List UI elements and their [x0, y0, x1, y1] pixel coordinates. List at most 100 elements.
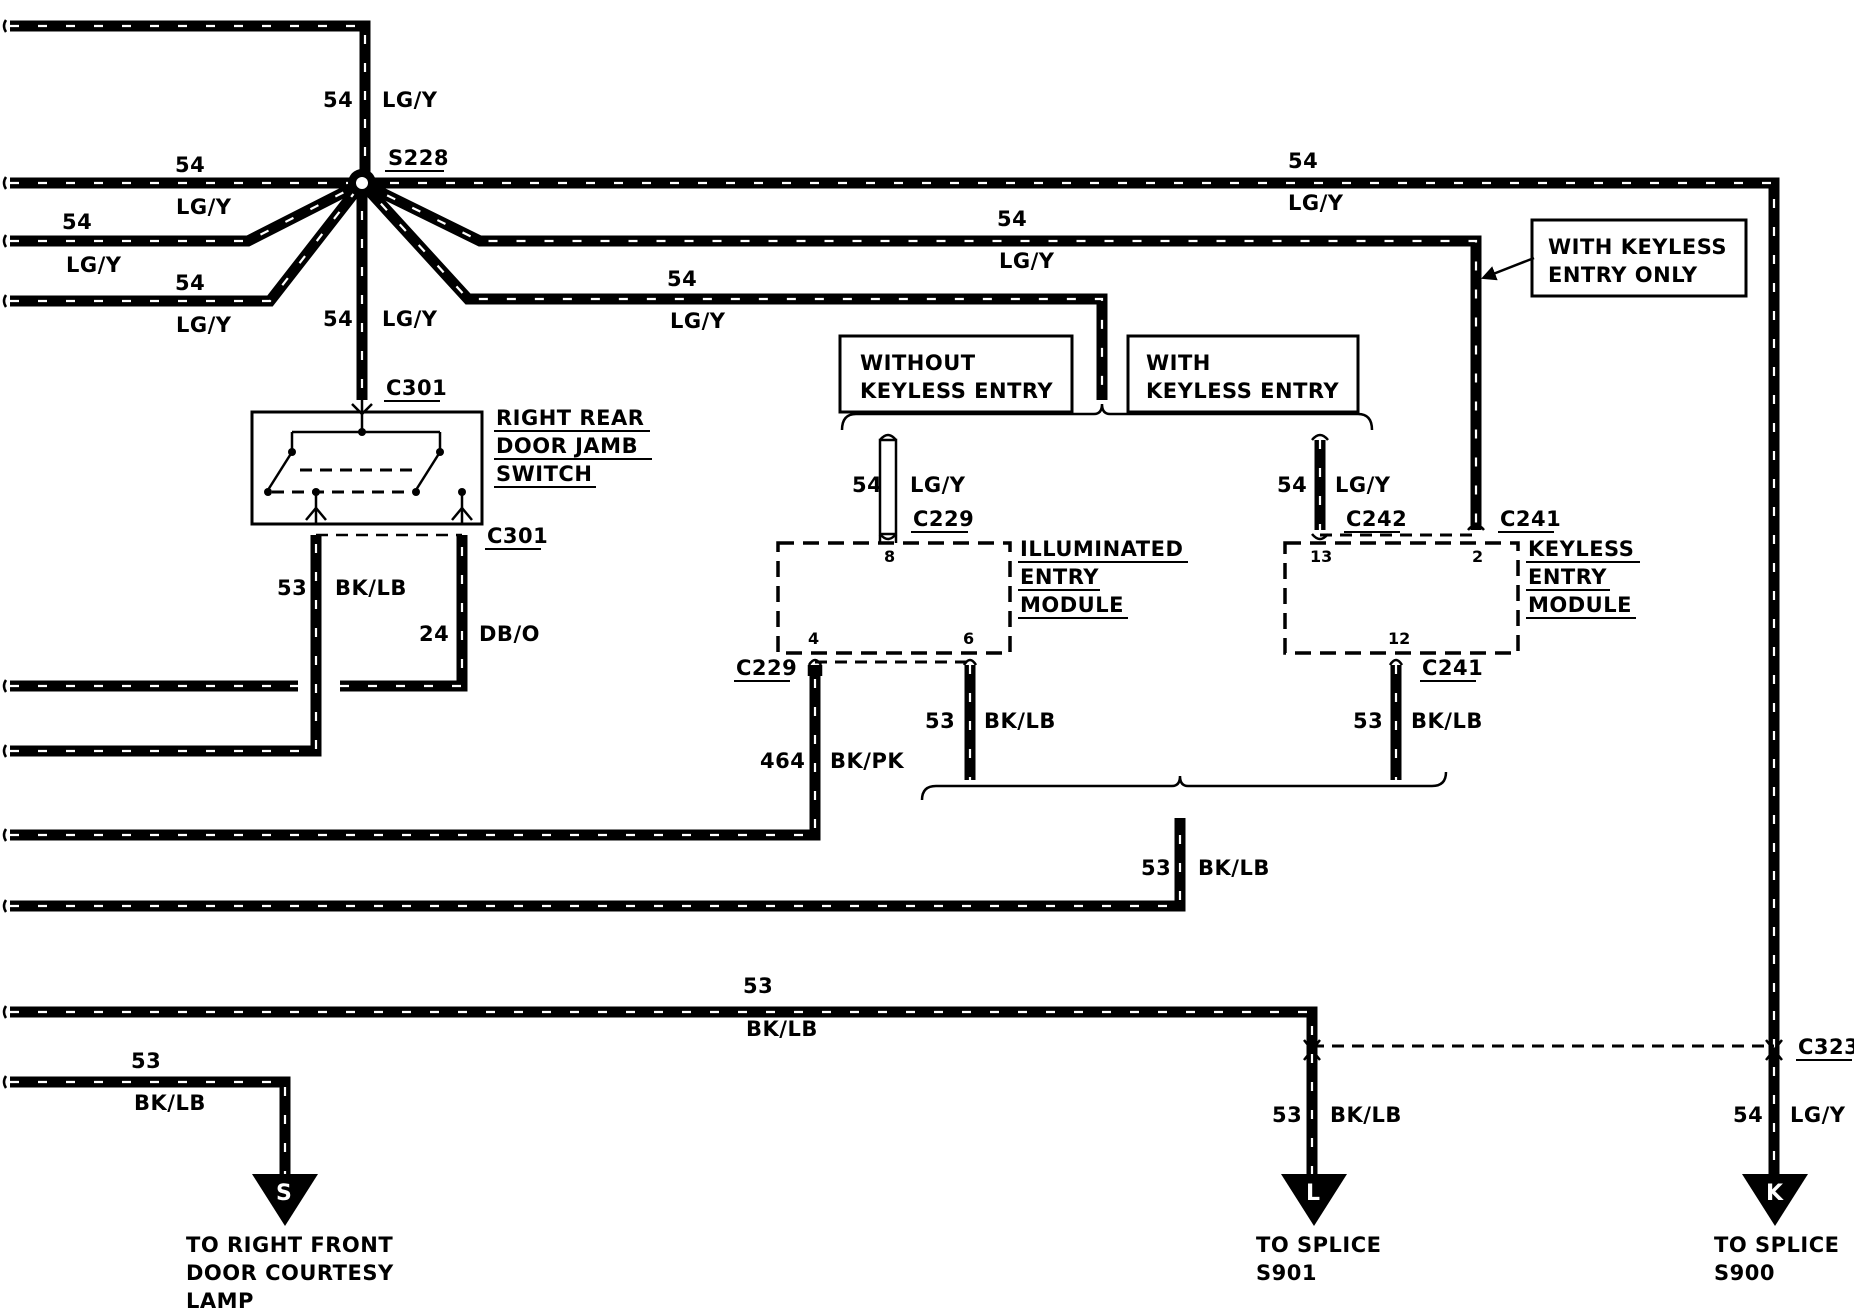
connector-markers — [807, 433, 1485, 676]
wire-color-illum-53: BK/LB — [984, 709, 1056, 733]
wire-color-keyless-in: LG/Y — [1335, 473, 1391, 497]
dest-l-line2: S901 — [1256, 1261, 1317, 1285]
option-with-line2: KEYLESS ENTRY — [1146, 379, 1339, 403]
wire-num-illum-in: 54 — [852, 473, 882, 497]
door-switch-line2: DOOR JAMB — [496, 434, 638, 458]
option-box-with-keyless-only — [1481, 218, 1748, 298]
arrow-l — [1281, 1174, 1347, 1226]
keyless-module-line1: KEYLESS — [1528, 537, 1634, 561]
wire-num-keyless-in: 54 — [1277, 473, 1307, 497]
splice-s228 — [348, 169, 376, 197]
illuminated-entry-module — [776, 535, 1012, 666]
wire-num-switch-24: 24 — [419, 622, 449, 646]
wire-color-464: BK/PK — [830, 749, 904, 773]
wire-53-to-s901 — [10, 1006, 1318, 1180]
wire-num-left-3: 54 — [175, 271, 205, 295]
wire-color-s900: LG/Y — [1790, 1103, 1846, 1127]
wire-color-left-2: LG/Y — [66, 253, 122, 277]
c323-link — [1303, 1039, 1783, 1061]
connector-c241-top: C241 — [1500, 507, 1561, 531]
illum-module-line2: ENTRY — [1020, 565, 1099, 589]
keyless-module-line3: MODULE — [1528, 593, 1632, 617]
wire-left-3 — [10, 179, 367, 307]
wire-top-left — [10, 20, 371, 180]
wire-color-illum-in: LG/Y — [910, 473, 966, 497]
wire-color-lower: LG/Y — [670, 309, 726, 333]
wire-breaks — [2, 19, 8, 1089]
connector-c229-top: C229 — [913, 507, 974, 531]
illum-pin-6: 6 — [963, 629, 974, 648]
keyless-pin-12: 12 — [1388, 629, 1410, 648]
wire-464 — [10, 665, 821, 841]
connector-c301-bottom: C301 — [487, 524, 548, 548]
wire-num-s901: 53 — [1272, 1103, 1302, 1127]
wire-color-keyless-53: BK/LB — [1411, 709, 1483, 733]
option-with-line1: WITH — [1146, 351, 1211, 375]
connector-c229-bottom: C229 — [736, 656, 797, 680]
wire-53-to-lamp — [10, 1076, 291, 1180]
wire-s228-to-s900 — [362, 177, 1780, 1180]
door-switch-line1: RIGHT REAR — [496, 406, 644, 430]
wire-num-to-lamp: 53 — [131, 1049, 161, 1073]
arrow-s — [252, 1174, 318, 1226]
keyless-pin-13: 13 — [1310, 547, 1332, 566]
wire-color-ground-53: BK/LB — [1198, 856, 1270, 880]
wire-color-top: LG/Y — [382, 88, 438, 112]
wire-color-to-c301: LG/Y — [382, 307, 438, 331]
dest-k-line1: TO SPLICE — [1714, 1233, 1839, 1257]
wire-color-mid: LG/Y — [999, 249, 1055, 273]
wire-num-left-1: 54 — [175, 153, 205, 177]
wire-num-illum-53: 53 — [925, 709, 955, 733]
wire-color-switch-53: BK/LB — [335, 576, 407, 600]
arrow-s-letter: S — [276, 1181, 292, 1206]
option-without-line2: KEYLESS ENTRY — [860, 379, 1053, 403]
illum-pin-4: 4 — [808, 629, 819, 648]
wire-s228-to-option-split — [357, 179, 1108, 400]
option-brackets — [840, 403, 1448, 801]
wire-switch-53 — [10, 535, 322, 757]
splice-s228-label: S228 — [388, 146, 449, 170]
wire-num-keyless-53: 53 — [1353, 709, 1383, 733]
illum-module-line1: ILLUMINATED — [1020, 537, 1183, 561]
keyless-entry-module — [1283, 533, 1520, 666]
wire-ground-53 — [10, 818, 1186, 912]
dest-k-line2: S900 — [1714, 1261, 1775, 1285]
wire-num-switch-53: 53 — [277, 576, 307, 600]
wire-num-top-right: 54 — [1288, 149, 1318, 173]
arrow-k — [1742, 1174, 1808, 1226]
wire-num-to-s901: 53 — [743, 974, 773, 998]
dest-s-line2: DOOR COURTESY — [186, 1261, 394, 1285]
wire-num-top: 54 — [323, 88, 353, 112]
wire-color-left-1: LG/Y — [176, 195, 232, 219]
illum-module-line3: MODULE — [1020, 593, 1124, 617]
wire-color-left-3: LG/Y — [176, 313, 232, 337]
dest-s-line1: TO RIGHT FRONT — [186, 1233, 393, 1257]
wire-color-s901: BK/LB — [1330, 1103, 1402, 1127]
option-with-only-line2: ENTRY ONLY — [1548, 263, 1698, 287]
wire-color-top-right: LG/Y — [1288, 191, 1344, 215]
connector-c323: C323 — [1798, 1035, 1854, 1059]
wire-num-s900: 54 — [1733, 1103, 1763, 1127]
wire-color-switch-24: DB/O — [479, 622, 540, 646]
wire-num-to-c301: 54 — [323, 307, 353, 331]
arrow-l-letter: L — [1306, 1181, 1320, 1206]
wire-num-ground-53: 53 — [1141, 856, 1171, 880]
option-with-only-line1: WITH KEYLESS — [1548, 235, 1727, 259]
wire-color-to-s901: BK/LB — [746, 1017, 818, 1041]
connector-c241-bottom: C241 — [1422, 656, 1483, 680]
option-box-without-keyless — [838, 334, 1074, 414]
illum-pin-8: 8 — [884, 547, 895, 566]
dest-l-line1: TO SPLICE — [1256, 1233, 1381, 1257]
option-without-line1: WITHOUT — [860, 351, 976, 375]
wire-num-left-2: 54 — [62, 210, 92, 234]
door-switch-line3: SWITCH — [496, 462, 592, 486]
wire-num-464: 464 — [760, 749, 805, 773]
wire-color-to-lamp: BK/LB — [134, 1091, 206, 1115]
dest-s-line3: LAMP — [186, 1289, 254, 1312]
door-jamb-switch — [250, 400, 484, 537]
wire-num-mid: 54 — [997, 207, 1027, 231]
wire-s228-to-keyless-pin2 — [359, 178, 1482, 530]
wire-num-lower: 54 — [667, 267, 697, 291]
wire-left-2 — [10, 178, 365, 247]
